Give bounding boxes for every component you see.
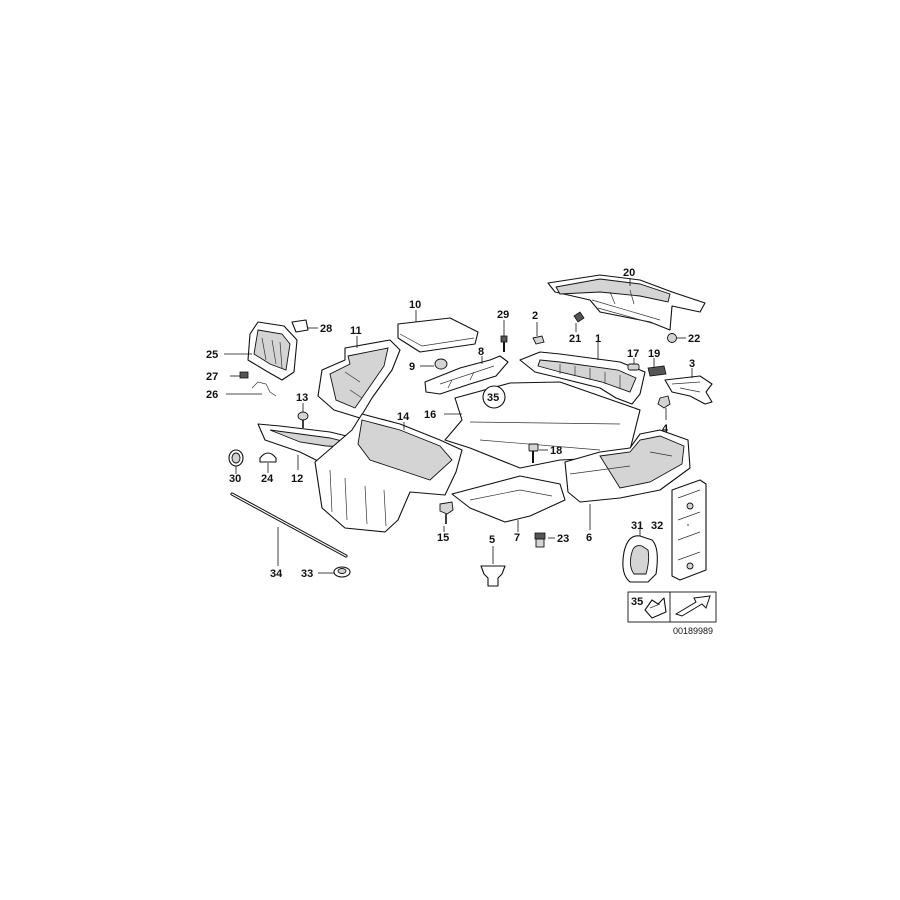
callout-21: 21 (569, 333, 581, 345)
callout-13: 13 (296, 392, 308, 404)
part-4-grommet (657, 395, 671, 420)
callout-20: 20 (623, 267, 635, 279)
callout-17: 17 (627, 348, 639, 360)
callout-22: 22 (688, 333, 700, 345)
callout-29: 29 (497, 309, 509, 321)
part-24-cap (259, 452, 277, 473)
arrow-icon (674, 595, 711, 617)
part-13-push-clip (297, 403, 309, 428)
part-31-cover (622, 524, 658, 583)
callout-34: 34 (270, 568, 283, 580)
callout-16: 16 (424, 409, 436, 421)
part-15-plug (439, 501, 454, 532)
part-33-cap (318, 566, 351, 578)
callout-15: 15 (437, 532, 449, 544)
part-21-clip (573, 311, 585, 332)
part-1-loading-sill-trim (519, 342, 646, 405)
part-22-clip (667, 333, 686, 343)
callout-8: 8 (478, 346, 484, 358)
part-28-clip (291, 319, 318, 333)
callout-32: 32 (651, 520, 663, 532)
part-34-rod (230, 492, 348, 566)
part-5-cap (480, 546, 506, 587)
part-8-bracket (424, 355, 509, 395)
callout-35: 35 (487, 392, 499, 404)
callout-2: 2 (532, 310, 538, 322)
detail-inset-35 (627, 591, 717, 623)
part-7-floor-panel (451, 475, 566, 532)
part-2-clip (532, 322, 545, 345)
part-17-clip (627, 358, 640, 371)
part-14-wheel-house-trim (314, 413, 463, 533)
callout-14: 14 (397, 411, 410, 423)
callout-4: 4 (662, 423, 669, 435)
part-6-right-side-trim (564, 429, 691, 530)
callout-27: 27 (206, 371, 218, 383)
callout-18: 18 (550, 445, 562, 457)
callout-12: 12 (291, 473, 303, 485)
callout-23: 23 (557, 533, 569, 545)
callout-25: 25 (206, 349, 218, 361)
part-26-hook (226, 381, 277, 397)
part-18-plug (528, 443, 548, 463)
callout-9: 9 (409, 361, 415, 373)
callout-7: 7 (514, 532, 520, 544)
callout-3: 3 (689, 358, 695, 370)
part-20-rear-panel-trim (547, 274, 706, 331)
part-27-clip (230, 371, 249, 379)
callout-5: 5 (489, 534, 495, 546)
callout-6: 6 (586, 532, 592, 544)
callout-30: 30 (229, 473, 241, 485)
part-19-clip (647, 358, 667, 377)
callout-31: 31 (631, 520, 643, 532)
part-23-screw (534, 532, 555, 548)
diagram-code: 00189989 (673, 626, 713, 636)
part-9-nut (420, 358, 448, 370)
part-3-corner-bracket (664, 368, 713, 405)
part-30-grommet (228, 449, 244, 474)
callout-11: 11 (350, 325, 362, 337)
part-10-cover (397, 310, 479, 353)
part-29-bolt (500, 320, 508, 352)
callout-35-reference-circle (482, 385, 506, 409)
part-11-left-trim (317, 336, 401, 419)
callout-19: 19 (648, 348, 660, 360)
callout-26: 26 (206, 389, 218, 401)
callout-10: 10 (409, 299, 421, 311)
part-32-bracket (671, 479, 707, 581)
callout-35-inset: 35 (631, 596, 643, 608)
callout-24: 24 (261, 473, 274, 485)
callout-1: 1 (595, 333, 601, 345)
callout-33: 33 (301, 568, 313, 580)
callout-28: 28 (320, 323, 332, 335)
part-25-side-compartment (224, 321, 298, 381)
